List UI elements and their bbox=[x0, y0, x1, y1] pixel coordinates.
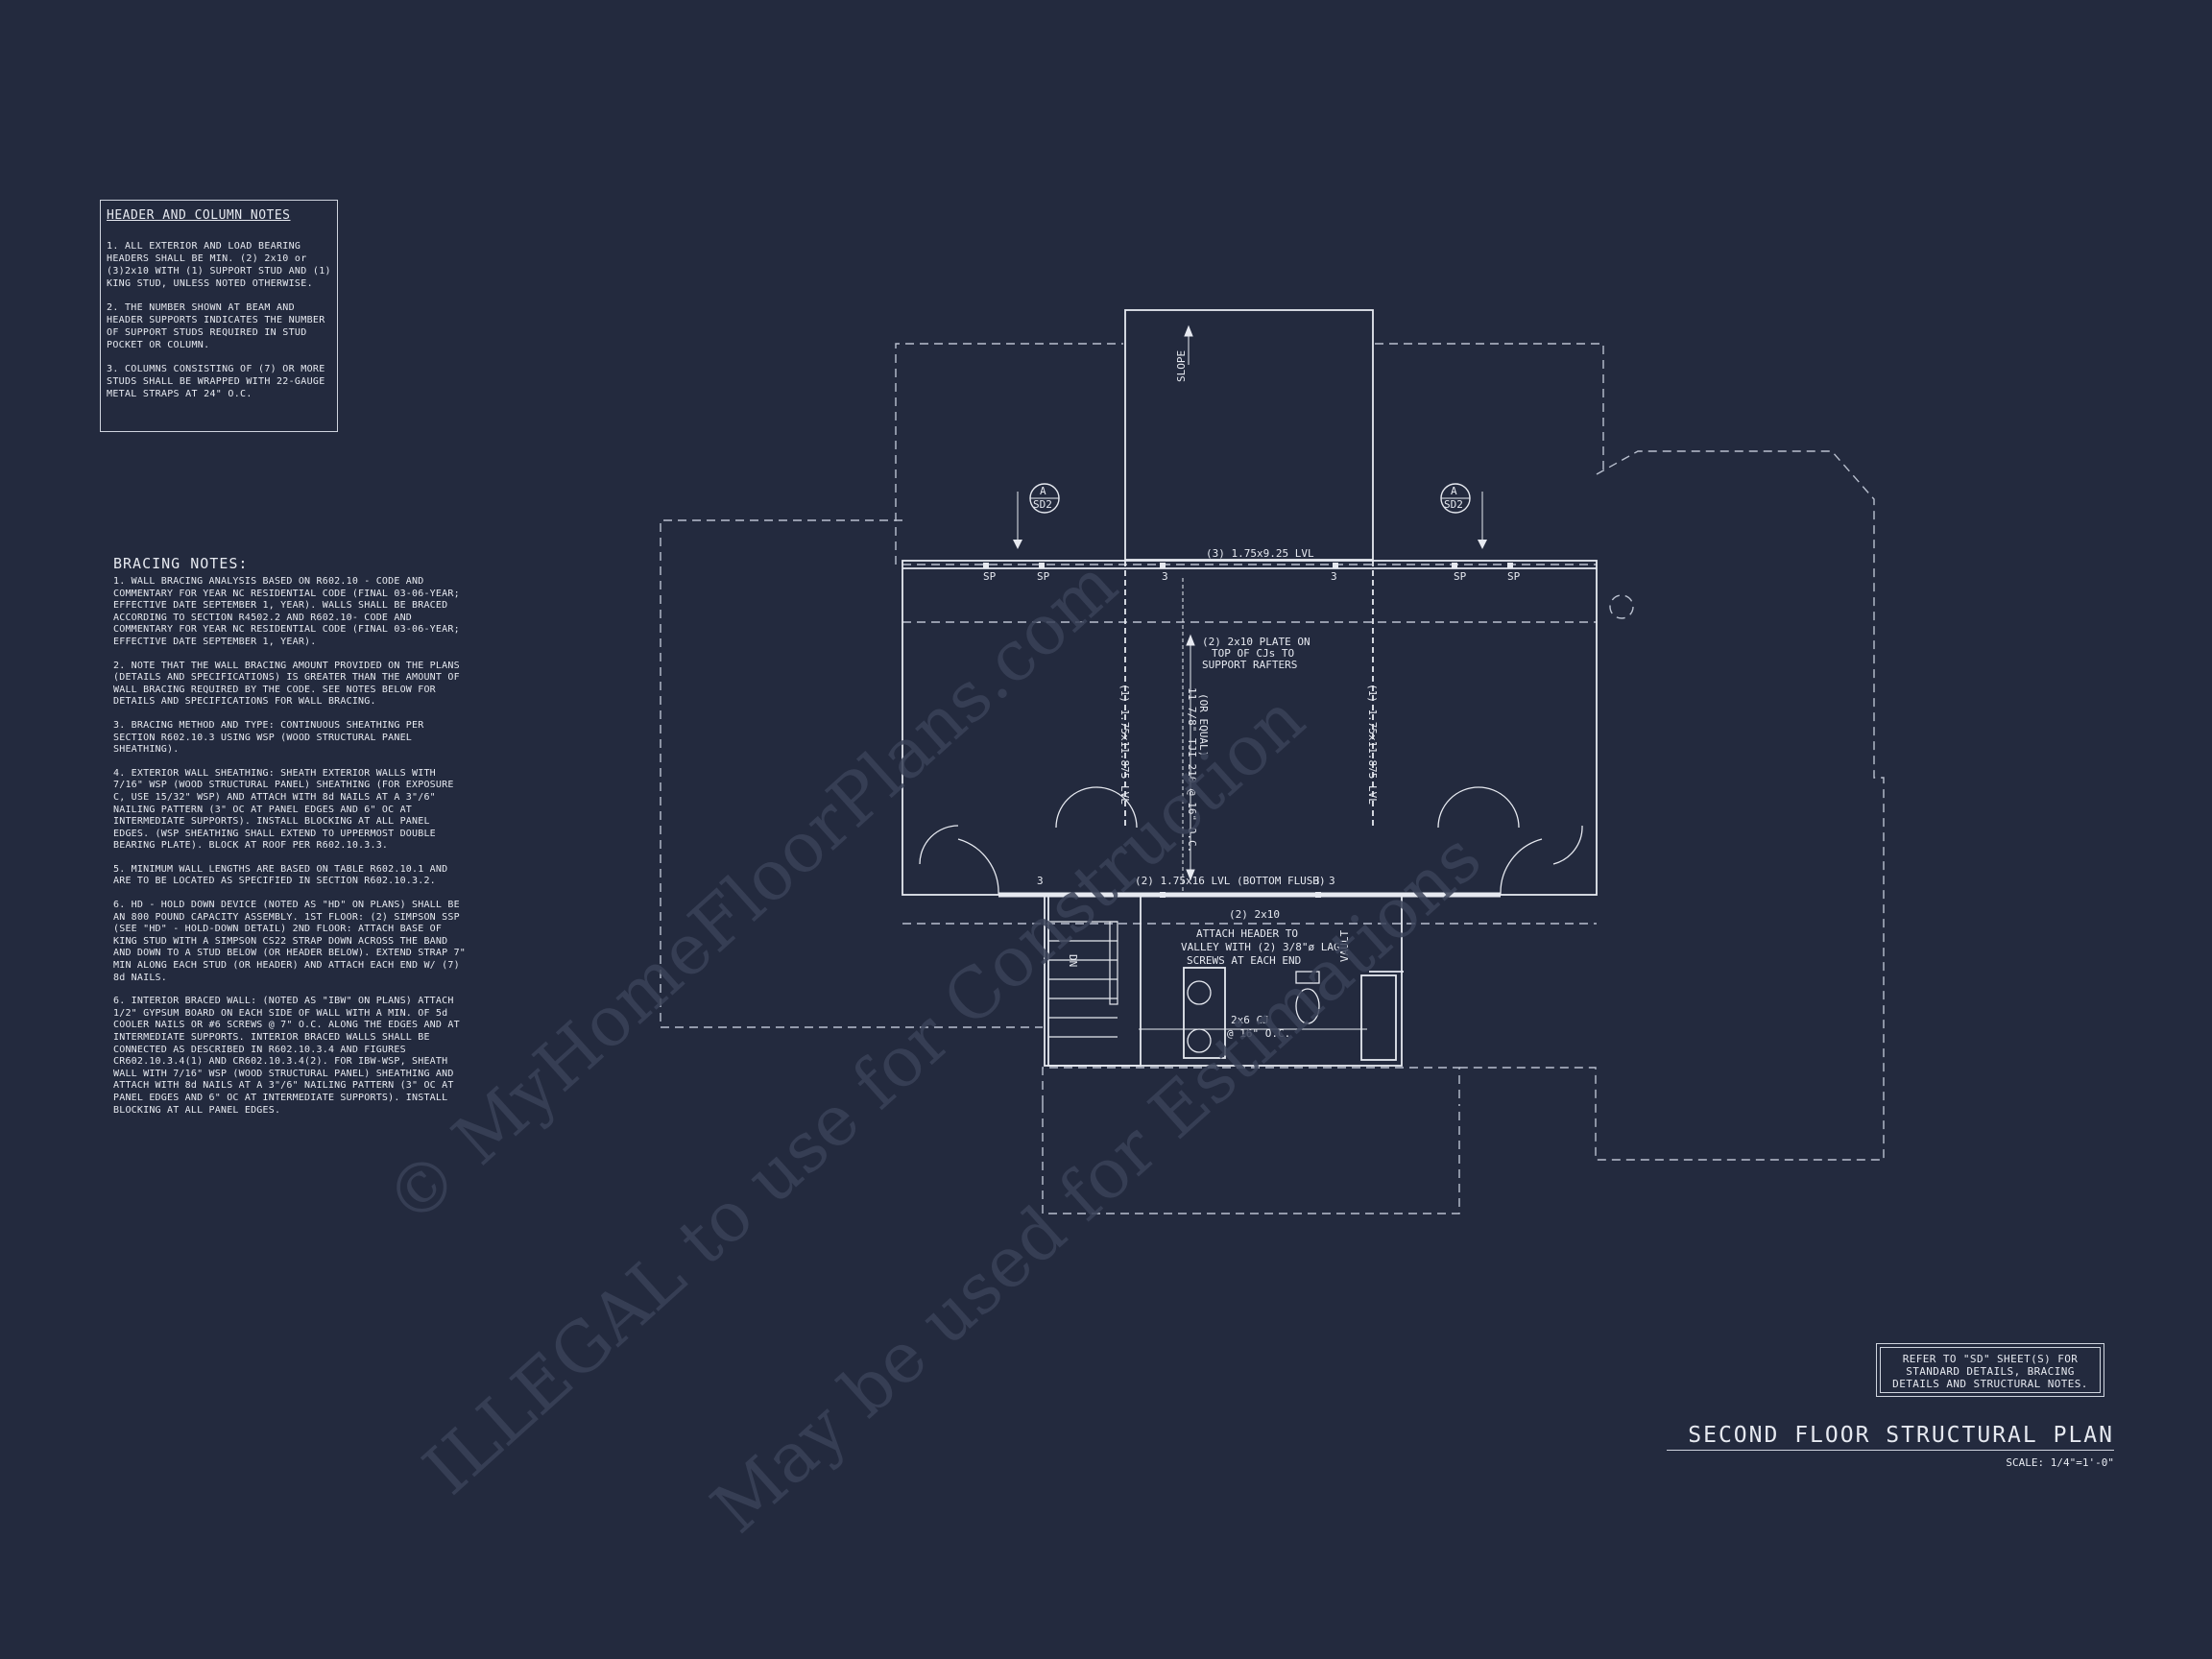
attach-note: SCREWS AT EACH END bbox=[1187, 954, 1301, 967]
side-beam-label: (1) 1.75x11.875 LVL bbox=[1118, 684, 1131, 805]
side-beam-label: (1) 1.75x11.875 LVL bbox=[1366, 684, 1379, 805]
joist-dimension-arrows bbox=[1139, 325, 1367, 1030]
post-count-label: 3 bbox=[1331, 570, 1337, 583]
joist-note: 11 7/8" TJI 210 @ 16" O.C. bbox=[1186, 687, 1198, 853]
post-count-label: 3 bbox=[1313, 875, 1320, 887]
section-callout-right: A SD2 bbox=[1440, 483, 1487, 549]
wall-lines bbox=[902, 309, 1598, 1067]
slope-label: SLOPE bbox=[1175, 350, 1188, 382]
reference-line: REFER TO "SD" SHEET(S) FOR bbox=[1902, 1353, 2079, 1365]
reference-line: DETAILS AND STRUCTURAL NOTES. bbox=[1892, 1378, 2088, 1390]
header-column-notes: HEADER AND COLUMN NOTES 1. ALL EXTERIOR … bbox=[100, 200, 338, 432]
bracing-notes: BRACING NOTES: 1. WALL BRACING ANALYSIS … bbox=[113, 555, 469, 1128]
post-count-label: 3 bbox=[1037, 875, 1044, 887]
bracing-notes-title: BRACING NOTES: bbox=[113, 555, 249, 572]
bracing-note-item: 1. WALL BRACING ANALYSIS BASED ON R602.1… bbox=[113, 576, 460, 647]
bracing-note-item: 6. INTERIOR BRACED WALL: (NOTED AS "IBW"… bbox=[113, 996, 460, 1116]
cj-note: 2x6 CJ bbox=[1231, 1014, 1269, 1026]
sp-label: SP bbox=[1037, 570, 1050, 583]
joist-note: (OR EQUAL) bbox=[1197, 693, 1210, 757]
bracing-note-item: 4. EXTERIOR WALL SHEATHING: SHEATH EXTER… bbox=[113, 767, 454, 852]
plate-note: (2) 2x10 PLATE ON bbox=[1202, 636, 1310, 648]
sp-label: SP bbox=[1507, 570, 1521, 583]
reference-box: REFER TO "SD" SHEET(S) FOR STANDARD DETA… bbox=[1876, 1343, 2104, 1397]
section-letter: A bbox=[1451, 485, 1457, 497]
sp-label: SP bbox=[983, 570, 997, 583]
sp-label: SP bbox=[1454, 570, 1467, 583]
stair-down-label: DN bbox=[1067, 954, 1079, 967]
door-swings bbox=[919, 786, 1583, 1053]
header-note-item: 1. ALL EXTERIOR AND LOAD BEARING HEADERS… bbox=[107, 241, 331, 289]
plate-note: SUPPORT RAFTERS bbox=[1202, 659, 1297, 671]
header-note-item: 2. THE NUMBER SHOWN AT BEAM AND HEADER S… bbox=[107, 302, 325, 350]
top-beam-label: (3) 1.75x9.25 LVL bbox=[1206, 547, 1314, 560]
section-sheet: SD2 bbox=[1444, 498, 1463, 511]
plan-title: SECOND FLOOR STRUCTURAL PLAN bbox=[1667, 1423, 2114, 1451]
stair-treads bbox=[1048, 921, 1118, 1038]
post-count-label: 3 bbox=[1329, 875, 1335, 887]
section-sheet: SD2 bbox=[1033, 498, 1052, 511]
cj-note: @ 16" O.C. bbox=[1227, 1027, 1290, 1040]
section-callout-left: A SD2 bbox=[1013, 483, 1060, 549]
roof-outline-dashed bbox=[660, 343, 1885, 1214]
bottom-beam-label: (2) 1.75x16 LVL (BOTTOM FLUSH) bbox=[1135, 875, 1326, 887]
header-note-item: 3. COLUMNS CONSISTING OF (7) OR MORE STU… bbox=[107, 364, 325, 399]
plan-scale: SCALE: 1/4"=1'-0" bbox=[2006, 1456, 2114, 1469]
header-label: (2) 2x10 bbox=[1229, 908, 1280, 921]
bracing-note-item: 6. HD - HOLD DOWN DEVICE (NOTED AS "HD" … bbox=[113, 900, 467, 983]
section-letter: A bbox=[1040, 485, 1046, 497]
post-markers bbox=[983, 563, 1513, 898]
vault-label: VAULT bbox=[1338, 930, 1351, 962]
attach-note: ATTACH HEADER TO bbox=[1196, 927, 1298, 940]
bracing-note-item: 5. MINIMUM WALL LENGTHS ARE BASED ON TAB… bbox=[113, 863, 448, 887]
header-notes-title: HEADER AND COLUMN NOTES bbox=[107, 208, 291, 223]
reference-line: STANDARD DETAILS, BRACING bbox=[1906, 1365, 2075, 1378]
bracing-note-item: 3. BRACING METHOD AND TYPE: CONTINUOUS S… bbox=[113, 719, 424, 756]
post-count-label: 3 bbox=[1162, 570, 1168, 583]
attach-note: VALLEY WITH (2) 3/8"ø LAG bbox=[1181, 941, 1340, 953]
bracing-note-item: 2. NOTE THAT THE WALL BRACING AMOUNT PRO… bbox=[113, 660, 460, 708]
plate-note: TOP OF CJs TO bbox=[1212, 647, 1294, 660]
